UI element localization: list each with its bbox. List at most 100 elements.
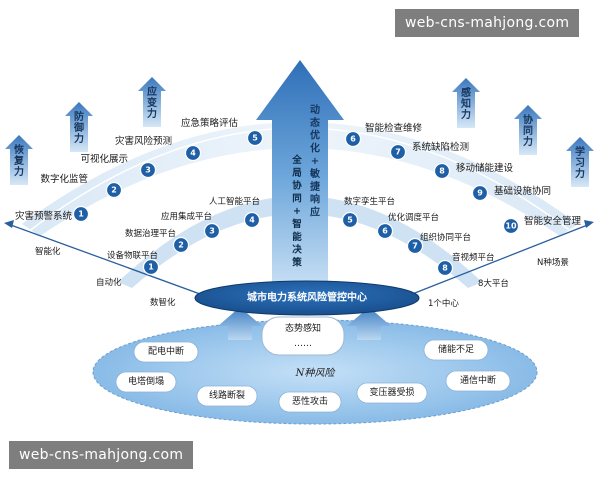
- main-arrow-char: 优: [310, 129, 320, 142]
- arc-node-circle: [436, 259, 454, 277]
- arc-node-label: 数字孪生平台: [344, 196, 395, 207]
- risk-pill-rect: [115, 371, 177, 393]
- main-arrow-char: 决: [292, 244, 302, 256]
- arc-node-circle: [502, 217, 520, 235]
- capability-arrow: 应变力: [138, 77, 166, 127]
- capability-arrow-shape: [5, 135, 33, 185]
- risk-pill-label: 电塔倒塌: [128, 375, 164, 387]
- capability-label: 恢: [14, 143, 24, 156]
- capability-arrow-shape: [514, 105, 542, 155]
- risk-pill: 恶性攻击: [278, 391, 342, 413]
- arc-node-label: 可视化展示: [80, 153, 128, 165]
- risk-base: N种风险 配电中断储能不足电塔倒塌通信中断线路断裂恶性攻击变压器受损: [92, 319, 538, 425]
- arc-node-circle: [406, 237, 424, 255]
- arc-node-circle: [184, 144, 202, 162]
- main-arrow-char: 策: [291, 256, 302, 268]
- arc-node-circle: [376, 222, 394, 240]
- arc-node-number: 1: [78, 210, 84, 219]
- main-arrow-shape: [256, 60, 344, 296]
- arc-node-number: 1: [148, 263, 154, 272]
- capability-label: 感: [461, 86, 471, 99]
- capability-label: 力: [523, 135, 533, 148]
- arc-node: 1 灾害预警系统: [15, 205, 90, 223]
- risk-pill-label: 配电中断: [148, 345, 184, 357]
- arc-node-circle: [341, 211, 359, 229]
- capability-label: 防: [74, 110, 84, 123]
- risk-pill-label: 变压器受损: [369, 386, 414, 398]
- main-arrow-char: 同: [292, 193, 302, 204]
- arc-node-circle: [203, 222, 221, 240]
- base-arrow-right-shape: [347, 307, 391, 340]
- arc-node-circle: [142, 258, 160, 276]
- arc-node-circle: [344, 130, 362, 148]
- inner-band: [118, 196, 482, 288]
- arc-node-label: 系统缺陷检测: [412, 141, 469, 153]
- arc-node-label: 音视频平台: [452, 252, 495, 263]
- capability-arrow: 学习力: [566, 137, 594, 187]
- main-arrow-char: 响: [310, 193, 320, 206]
- arc-node-number: 2: [111, 186, 117, 195]
- capability-arrow-shape: [138, 77, 166, 127]
- arc-node-number: 10: [505, 222, 517, 231]
- capability-label: 力: [575, 167, 585, 180]
- axis-right-head: [584, 220, 594, 228]
- capability-label: 力: [147, 107, 157, 120]
- capability-label: 复: [13, 154, 25, 167]
- main-arrow-char: 敏: [309, 167, 320, 180]
- control-center-label: 城市电力系统风险管控中心: [247, 291, 367, 304]
- main-arrow-char: 能: [292, 231, 302, 243]
- arc-node-circle: [389, 143, 407, 161]
- capability-label: 变: [147, 96, 157, 109]
- risk-pill-rect: [196, 385, 258, 407]
- capability-label: 学: [575, 145, 585, 158]
- risk-pill-label: 线路断裂: [209, 389, 245, 401]
- capability-label: 应: [147, 85, 157, 98]
- capability-arrow-shape: [452, 78, 480, 128]
- capability-label: 御: [73, 121, 84, 134]
- arc-node-label: 数据治理平台: [125, 228, 176, 239]
- arc-node-number: 8: [439, 167, 445, 176]
- arc-node-number: 5: [252, 134, 258, 143]
- arc-node-label: 组织协同平台: [420, 232, 471, 243]
- arc-node-label: 灾害预警系统: [15, 210, 73, 222]
- risk-pills: 配电中断储能不足电塔倒塌通信中断线路断裂恶性攻击变压器受损: [115, 339, 511, 413]
- arc-node-circle: [172, 236, 190, 254]
- arc-node-number: 5: [347, 216, 353, 225]
- axis-right-label: 8大平台: [478, 278, 509, 289]
- main-arrow-char: 协: [292, 180, 302, 192]
- axis-right-label: 1个中心: [428, 298, 459, 309]
- capability-label: 习: [575, 157, 585, 169]
- main-arrow-char: 全: [291, 154, 302, 166]
- capability-label: 知: [460, 97, 471, 110]
- main-arrow-char: +: [311, 156, 319, 167]
- arc-node-number: 7: [395, 148, 401, 157]
- arc-node-circle: [243, 211, 261, 229]
- base-arrow-left-shape: [218, 307, 262, 340]
- axis-right-line: [391, 223, 591, 303]
- arc-node-label: 应急策略评估: [181, 117, 239, 129]
- main-arrow-char: 局: [292, 168, 302, 179]
- capability-arrow-shape: [566, 137, 594, 187]
- main-arrow-char: 化: [310, 141, 320, 154]
- arc-node-number: 7: [412, 242, 418, 251]
- arc-node-number: 9: [477, 189, 483, 198]
- arc-node-number: 6: [350, 135, 356, 144]
- capability-arrows: 恢复力防御力应变力感知力协同力学习力: [5, 77, 594, 187]
- outer-band: [22, 122, 578, 236]
- capability-arrow: 协同力: [514, 105, 542, 155]
- risk-pill-label: 通信中断: [460, 374, 496, 386]
- risk-pill-rect: [445, 370, 511, 392]
- sense-label: 态势感知: [285, 322, 321, 334]
- main-arrow-char: 应: [310, 205, 320, 218]
- risk-pill-label: 恶性攻击: [292, 395, 328, 407]
